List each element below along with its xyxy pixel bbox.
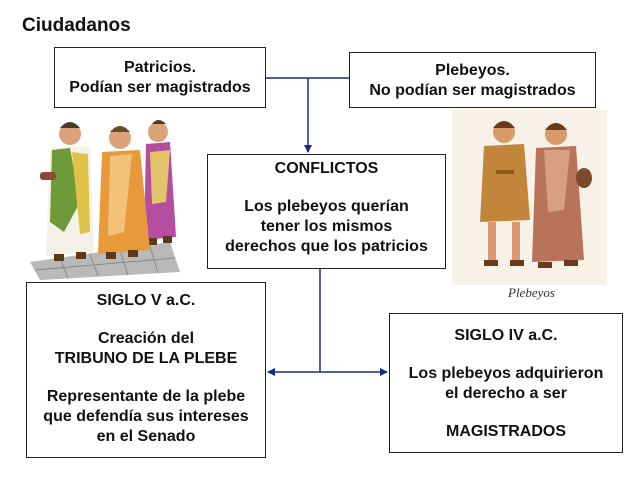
siglo-iv-line-3: MAGISTRADOS <box>446 423 566 440</box>
siglo-iv-box: SIGLO IV a.C. Los plebeyos adquirieron e… <box>389 313 623 453</box>
plebeyos-illustration <box>452 110 607 285</box>
plebeyos-label: Plebeyos. <box>435 62 510 79</box>
siglo-v-line-2: TRIBUNO DE LA PLEBE <box>54 350 238 367</box>
conflictos-line-2: tener los mismos <box>260 218 393 235</box>
conflictos-line-3: derechos que los patricios <box>225 238 428 255</box>
siglo-iv-line-2: el derecho a ser <box>445 385 567 402</box>
siglo-v-line-5: en el Senado <box>96 428 196 445</box>
siglo-v-line-1: Creación del <box>97 330 195 347</box>
page-title: Ciudadanos <box>22 15 131 36</box>
siglo-iv-heading: SIGLO IV a.C. <box>454 327 558 344</box>
patricios-illustration <box>30 120 180 280</box>
siglo-iv-line-1: Los plebeyos adquirieron <box>408 365 604 382</box>
patricios-box: Patricios. Podían ser magistrados <box>54 47 266 108</box>
plebeyos-box: Plebeyos. No podían ser magistrados <box>349 52 596 108</box>
siglo-v-line-4: que defendía sus intereses <box>43 408 249 425</box>
siglo-v-box: SIGLO V a.C. Creación del TRIBUNO DE LA … <box>26 282 266 458</box>
plebeyos-caption: Plebeyos <box>508 285 555 300</box>
conflictos-line-1: Los plebeyos querían <box>244 198 409 215</box>
siglo-v-heading: SIGLO V a.C. <box>96 292 196 309</box>
plebeyos-description: No podían ser magistrados <box>369 82 576 99</box>
patricios-label: Patricios. <box>123 59 197 76</box>
patricios-description: Podían ser magistrados <box>69 79 251 96</box>
siglo-v-line-3: Representante de la plebe <box>46 388 246 405</box>
conflictos-heading: CONFLICTOS <box>274 160 379 177</box>
conflictos-box: CONFLICTOS Los plebeyos querían tener lo… <box>207 154 446 269</box>
